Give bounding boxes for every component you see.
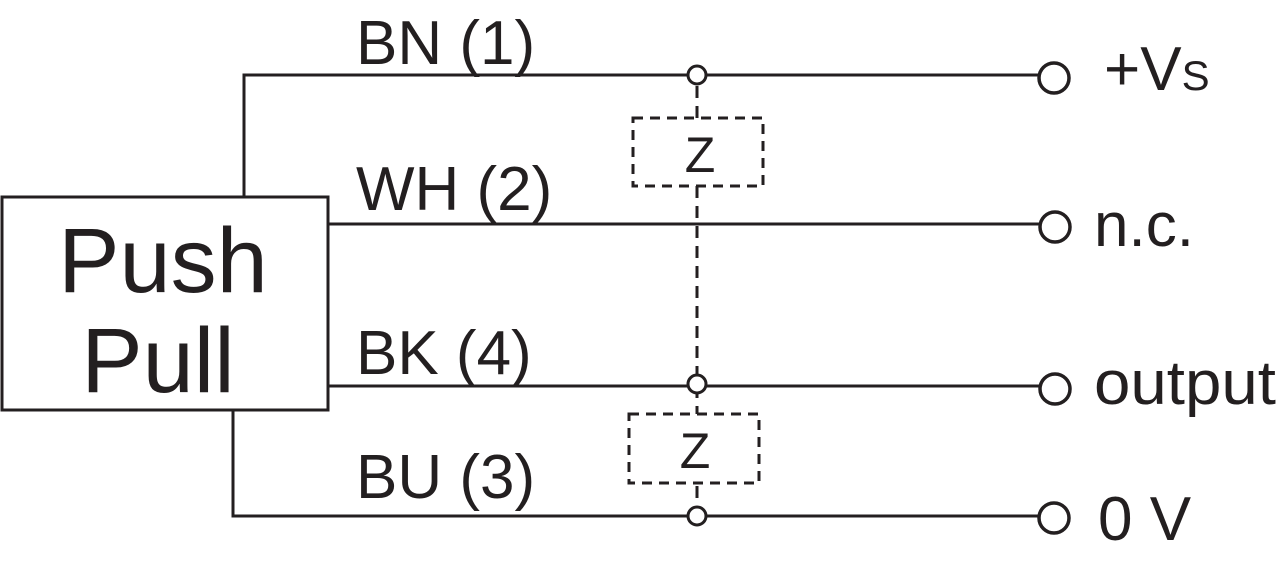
terminal-label-vs-main: +V <box>1104 35 1182 104</box>
terminal-label-0v: 0 V <box>1098 485 1192 554</box>
load-z-upper-label: Z <box>685 127 716 183</box>
junction-node-bk <box>686 373 708 395</box>
wire-bn <box>242 73 1040 197</box>
wire-label-wh: WH (2) <box>356 155 552 224</box>
junction-node-bn <box>686 64 708 86</box>
load-z-upper <box>631 116 765 188</box>
push-pull-box <box>0 195 330 412</box>
terminal-output <box>1038 372 1072 406</box>
terminal-label-output: output <box>1094 349 1276 418</box>
terminal-label-nc: n.c. <box>1094 191 1194 260</box>
wire-label-bk: BK (4) <box>356 319 532 388</box>
terminal-0v <box>1037 501 1071 535</box>
terminal-label-vs-sub: S <box>1182 52 1210 99</box>
wire-label-bu: BU (3) <box>356 443 535 512</box>
terminal-nc <box>1038 210 1072 244</box>
box-label-line2: Pull <box>81 310 234 412</box>
junction-node-bu <box>686 505 708 527</box>
wire-label-bn: BN (1) <box>356 9 535 78</box>
load-z-lower <box>627 412 761 485</box>
terminal-label-vs: +VS <box>1104 35 1210 104</box>
load-z-lower-label: Z <box>680 423 711 479</box>
wire-bu <box>231 410 1040 518</box>
terminal-vs <box>1037 61 1071 95</box>
box-label-line1: Push <box>58 210 268 312</box>
